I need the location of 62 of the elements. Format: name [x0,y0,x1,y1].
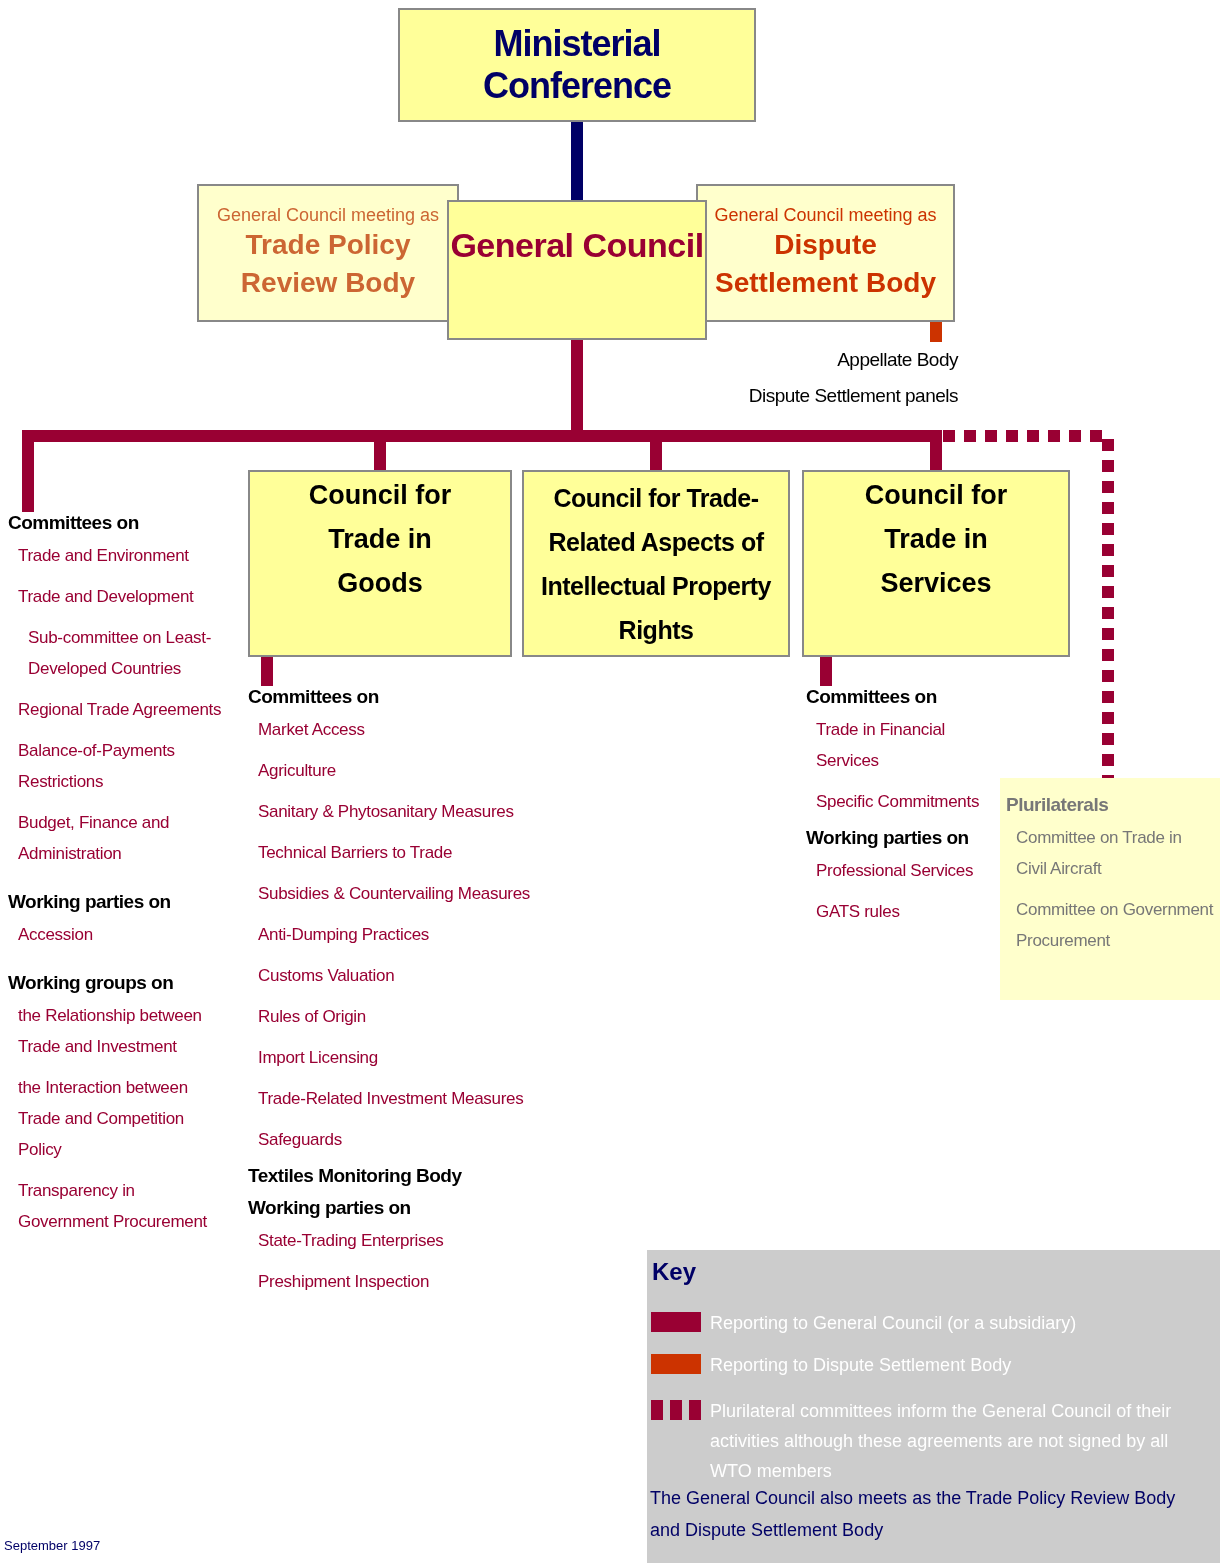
committee-name: Safeguards [257,1129,343,1151]
connector-line [930,322,942,342]
committee-name: Preshipment Inspection [257,1271,431,1293]
committee-name: Budget, Finance and Administration [17,812,171,865]
connector-line [261,657,273,686]
committee-name: GATS rules [815,901,901,923]
committee-name: Sanitary & Phytosanitary Measures [257,801,515,823]
committee-name: Customs Valuation [257,965,396,987]
council-box [802,470,1070,657]
committee-name: Anti-Dumping Practices [257,924,431,946]
group-heading: Working parties on [8,891,172,913]
committee-name: Regional Trade Agreements [17,699,223,721]
group-heading: Committees on [806,686,938,708]
group-heading: Working groups on [8,972,175,994]
committee-name: Specific Commitments [815,791,981,813]
heading-text: General Council [450,225,704,265]
committee-name: Rules of Origin [257,1006,367,1028]
group-heading: Committees on [8,512,140,534]
committee-name: State-Trading Enterprises [257,1230,445,1252]
committee-name: Accession [17,924,94,946]
heading-text: Council for Trade in Services [863,478,1009,600]
heading-text: Trade Policy Review Body [239,227,417,300]
heading-text: Council for Trade in Goods [307,478,453,600]
committee-name: Agriculture [257,760,337,782]
committee-name: Market Access [257,719,366,741]
council-box [248,470,512,657]
date-text: September 1997 [4,1538,101,1553]
committee-name: Technical Barriers to Trade [257,842,454,864]
committee-name: the Interaction between Trade and Competition Policy [17,1077,189,1161]
group-heading: Plurilaterals [1006,794,1110,816]
council-box [522,470,790,657]
body-name: Dispute Settlement panels [747,384,958,408]
group-heading: Committees on [248,686,380,708]
committee-name: Sub-committee on Least-Developed Countries [27,627,213,680]
committee-name: Trade-Related Investment Measures [257,1088,525,1110]
committee-name: the Relationship between Trade and Investment [17,1005,203,1058]
group-heading: Textiles Monitoring Body [248,1165,463,1187]
plurilateral-panel [1000,778,1220,1000]
council-box [447,200,707,340]
connector-line [571,122,583,200]
committee-name: Trade and Environment [17,545,190,567]
conference-box [398,8,756,122]
committee-name: Trade and Development [17,586,195,608]
subheading-text: General Council meeting as [714,204,937,226]
committee-name: Professional Services [815,860,975,882]
committee-name: Trade in Financial Services [815,719,947,772]
committee-name: Import Licensing [257,1047,379,1069]
committee-name: Subsidies & Countervailing Measures [257,883,532,905]
group-heading: Working parties on [248,1197,412,1219]
heading-text: Ministerial Conference [481,23,673,107]
subheading-text: General Council meeting as [216,204,440,226]
committee-name: Committee on Trade in Civil Aircraft [1015,827,1183,880]
heading-text: Council for Trade-Related Aspects of Intellectual Property Rights [540,482,772,646]
group-heading: Working parties on [806,827,970,849]
committee-name: Transparency in Government Procurement [17,1180,208,1233]
heading-text: Dispute Settlement Body [714,227,937,300]
committee-name: Balance-of-Payments Restrictions [17,740,176,793]
connector-line [820,657,832,686]
key-heading: Key [652,1258,697,1286]
key-note: The General Council also meets as the Trade Policy Review Body and Dispute Settlement Body [650,1487,1177,1542]
committee-name: Committee on Government Procurement [1015,899,1214,952]
body-name: Appellate Body [836,348,958,372]
